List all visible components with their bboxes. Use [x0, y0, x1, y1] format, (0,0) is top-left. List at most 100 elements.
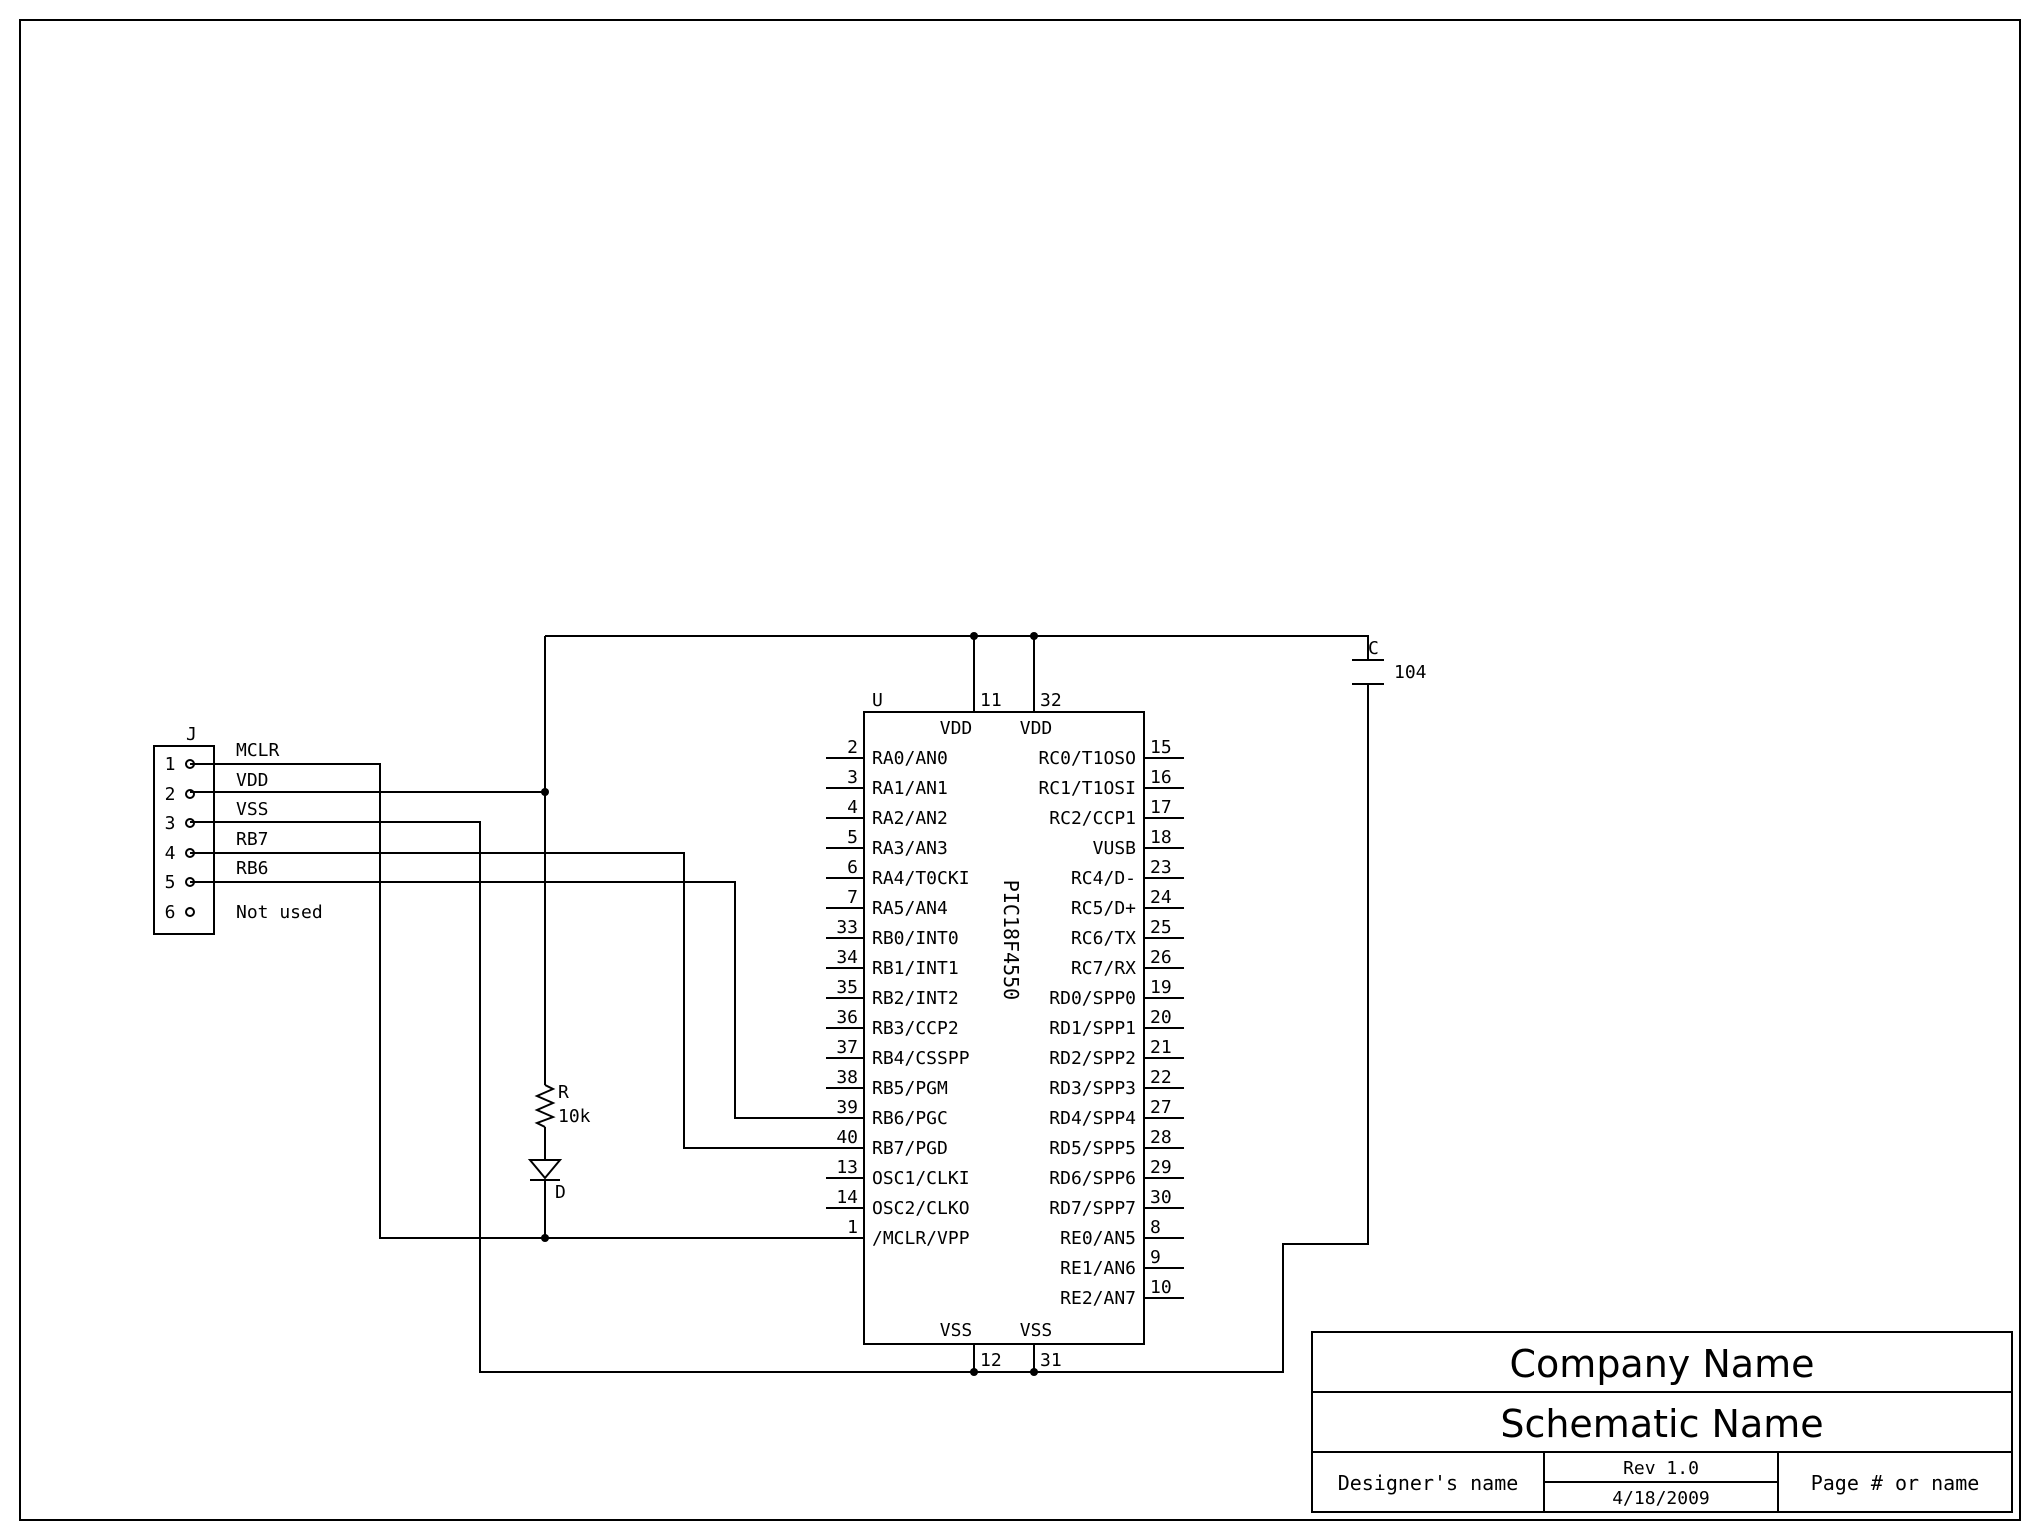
wire-j-vss [190, 684, 1369, 1373]
ic-pin-label: RC4/D- [1071, 868, 1136, 889]
ic-pin-number: 1 [847, 1217, 858, 1238]
ic-pin-label: RD0/SPP0 [1049, 988, 1136, 1009]
connector-pin-label: RB7 [236, 829, 269, 850]
ic-pin-number: 4 [847, 797, 858, 818]
ic-pin-label: RB1/INT1 [872, 958, 959, 979]
ic-pin-label: RA4/T0CKI [872, 868, 970, 889]
date: 4/18/2009 [1612, 1488, 1710, 1509]
page-name: Page # or name [1811, 1471, 1980, 1495]
schematic-name: Schematic Name [1500, 1402, 1823, 1446]
junction-dot [970, 1368, 978, 1376]
ic-pin-label: RA3/AN3 [872, 838, 948, 859]
junction-dot [1030, 1368, 1038, 1376]
ic-pin-number: 35 [836, 977, 858, 998]
ic-pin-label: RC1/T1OSI [1038, 778, 1136, 799]
junction-dot [970, 632, 978, 640]
ic-pin-label: RD5/SPP5 [1049, 1138, 1136, 1159]
wire-j-rb6 [190, 881, 826, 1119]
junction-dot [541, 788, 549, 796]
title-block-frame [1311, 1331, 2013, 1513]
ic-pin-label: RE2/AN7 [1060, 1288, 1136, 1309]
ic-ref: U [872, 690, 883, 711]
company-name: Company Name [1510, 1342, 1815, 1386]
connector-ref: J [186, 724, 197, 745]
ic-pin-number: 29 [1150, 1157, 1172, 1178]
ic-pin-number: 34 [836, 947, 858, 968]
ic-pin-number: 17 [1150, 797, 1172, 818]
ic-pin-label: RB4/CSSPP [872, 1048, 970, 1069]
designer-name: Designer's name [1338, 1471, 1519, 1495]
connector-pin-label: MCLR [236, 740, 280, 761]
ic-pin-label: RA2/AN2 [872, 808, 948, 829]
ic-pin-label: RE0/AN5 [1060, 1228, 1136, 1249]
ic-pin-number: 37 [836, 1037, 858, 1058]
ic-pin-number: 36 [836, 1007, 858, 1028]
revision: Rev 1.0 [1623, 1458, 1699, 1479]
junction-dot [541, 1234, 549, 1242]
ic-pin-number: 18 [1150, 827, 1172, 848]
ic-pin-number: 7 [847, 887, 858, 908]
capacitor: C 104 [1352, 638, 1427, 685]
resistor-zigzag [534, 1084, 556, 1128]
ic-pin-number: 30 [1150, 1187, 1172, 1208]
wire-j-rb7 [190, 852, 826, 1149]
connector-pin-label: Not used [236, 902, 323, 923]
ic-pin-label: RB5/PGM [872, 1078, 948, 1099]
ic-pin-number: 33 [836, 917, 858, 938]
ic-pin-label: RD1/SPP1 [1049, 1018, 1136, 1039]
ic-pin-number: 39 [836, 1097, 858, 1118]
ic-pin-number: 22 [1150, 1067, 1172, 1088]
ic-pin-number: 9 [1150, 1247, 1161, 1268]
ic-pin-label: VDD [940, 718, 973, 739]
wires [190, 635, 1369, 1373]
ic-pin-label: VDD [1020, 718, 1053, 739]
resistor: R 10k [534, 1082, 591, 1128]
ic-pin-number: 10 [1150, 1277, 1172, 1298]
ic-pin-label: RB7/PGD [872, 1138, 948, 1159]
connector-pin-terminal [185, 907, 195, 917]
ic-pin-number: 19 [1150, 977, 1172, 998]
ic-pin-number: 13 [836, 1157, 858, 1178]
ic-pin-label: VSS [1020, 1320, 1053, 1341]
ic-pin-label: /MCLR/VPP [872, 1228, 970, 1249]
sheet-border [19, 19, 2021, 1521]
connector-pin-label: VDD [236, 770, 269, 791]
capacitor-value: 104 [1394, 662, 1427, 683]
wire-vdd-rail [545, 635, 1369, 660]
ic-pin-label: RC7/RX [1071, 958, 1136, 979]
ic-pin-label: RC0/T1OSO [1038, 748, 1136, 769]
ic-pins: 2RA0/AN03RA1/AN14RA2/AN25RA3/AN36RA4/T0C… [826, 690, 1184, 1371]
connector-pin-number: 5 [165, 872, 176, 893]
ic-pin-number: 12 [980, 1350, 1002, 1371]
ic-u: U PIC18F4550 2RA0/AN03RA1/AN14RA2/AN25RA… [826, 690, 1184, 1371]
ic-pin-number: 27 [1150, 1097, 1172, 1118]
ic-pin-label: RC5/D+ [1071, 898, 1136, 919]
ic-pin-label: VSS [940, 1320, 973, 1341]
ic-part-number: PIC18F4550 [999, 880, 1023, 1000]
ic-pin-number: 38 [836, 1067, 858, 1088]
ic-pin-number: 15 [1150, 737, 1172, 758]
connector-pin-label: RB6 [236, 858, 269, 879]
ic-pin-number: 20 [1150, 1007, 1172, 1028]
ic-pin-label: RB3/CCP2 [872, 1018, 959, 1039]
junction-dot [1030, 632, 1038, 640]
connector-pin-number: 4 [165, 843, 176, 864]
ic-pin-label: RB6/PGC [872, 1108, 948, 1129]
ic-pin-number: 8 [1150, 1217, 1161, 1238]
ic-pin-label: RD4/SPP4 [1049, 1108, 1136, 1129]
ic-pin-label: OSC2/CLKO [872, 1198, 970, 1219]
ic-pin-label: RA5/AN4 [872, 898, 948, 919]
junctions [541, 632, 1038, 1376]
resistor-ref: R [558, 1082, 569, 1103]
ic-pin-number: 25 [1150, 917, 1172, 938]
ic-pin-number: 16 [1150, 767, 1172, 788]
ic-pin-label: RA0/AN0 [872, 748, 948, 769]
capacitor-ref: C [1368, 638, 1379, 659]
ic-pin-label: RD2/SPP2 [1049, 1048, 1136, 1069]
ic-pin-number: 11 [980, 690, 1002, 711]
connector-body [153, 745, 215, 935]
ic-pin-label: VUSB [1093, 838, 1136, 859]
